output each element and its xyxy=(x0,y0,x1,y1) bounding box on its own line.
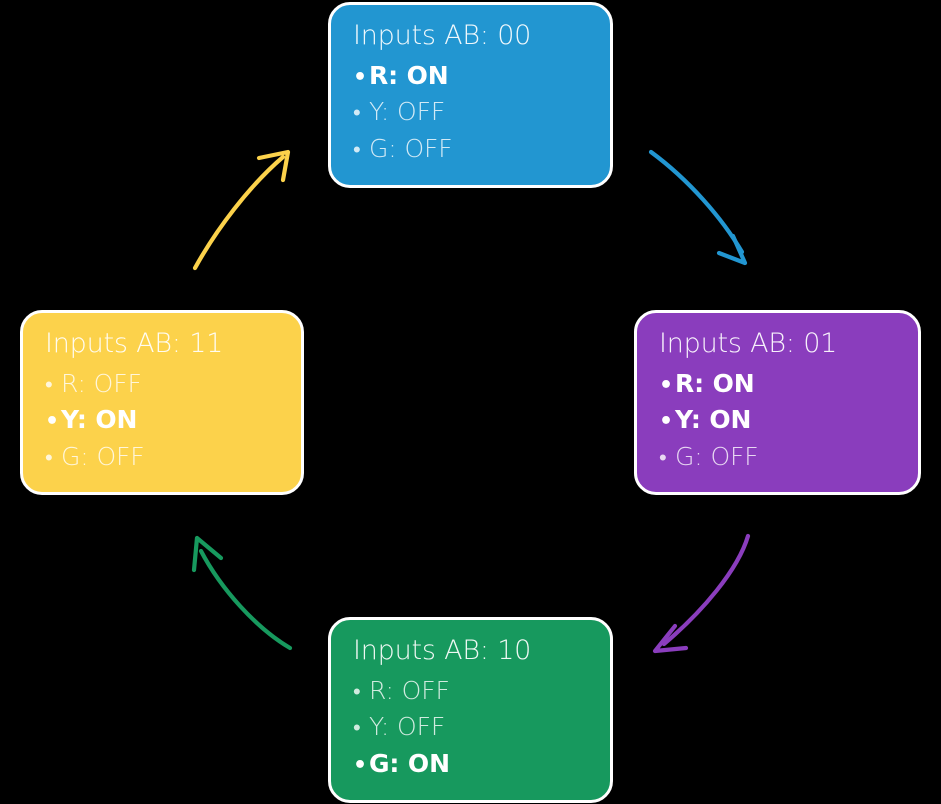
light-state-label: R: ON xyxy=(675,369,755,399)
transition-arrow-00-to-01 xyxy=(648,149,748,266)
light-state-list: • R: ON • Y: ON • G: OFF xyxy=(659,366,896,475)
bullet-icon: • xyxy=(659,409,673,435)
state-node-state-00[interactable]: Inputs AB: 00 • R: ON • Y: OFF • G: OFF xyxy=(328,2,613,188)
light-state-label: Y: ON xyxy=(675,405,752,435)
state-node-title: Inputs AB: 11 xyxy=(45,328,224,359)
light-state-item-y: • Y: ON xyxy=(45,402,279,438)
bullet-icon: • xyxy=(45,409,59,435)
light-state-label: G: OFF xyxy=(369,133,453,163)
transition-arrow-11-to-00 xyxy=(192,149,291,271)
light-state-list: • R: ON • Y: OFF • G: OFF xyxy=(353,58,588,167)
light-state-item-g: • G: OFF xyxy=(45,439,279,475)
state-node-state-01[interactable]: Inputs AB: 01 • R: ON • Y: ON • G: OFF xyxy=(634,310,921,495)
bullet-icon: • xyxy=(353,680,361,706)
bullet-icon: • xyxy=(353,716,361,742)
light-state-label: R: ON xyxy=(369,61,449,91)
light-state-item-g: • G: ON xyxy=(353,746,588,782)
light-state-label: G: OFF xyxy=(61,441,145,471)
light-state-label: R: OFF xyxy=(61,369,142,399)
light-state-list: • R: OFF • Y: OFF • G: ON xyxy=(353,673,588,782)
light-state-label: G: ON xyxy=(369,748,450,778)
bullet-icon: • xyxy=(45,445,53,471)
bullet-icon: • xyxy=(353,137,361,163)
light-state-item-y: • Y: OFF xyxy=(353,94,588,130)
light-state-label: G: OFF xyxy=(675,441,759,471)
light-state-item-y: • Y: OFF xyxy=(353,709,588,745)
light-state-item-r: • R: ON xyxy=(353,58,588,94)
bullet-icon: • xyxy=(659,373,673,399)
light-state-item-r: • R: OFF xyxy=(353,673,588,709)
bullet-icon: • xyxy=(353,65,367,91)
bullet-icon: • xyxy=(353,752,367,778)
light-state-label: Y: OFF xyxy=(369,712,446,742)
light-state-list: • R: OFF • Y: ON • G: OFF xyxy=(45,366,279,475)
light-state-item-r: • R: OFF xyxy=(45,366,279,402)
state-node-title: Inputs AB: 00 xyxy=(353,20,532,51)
light-state-item-g: • G: OFF xyxy=(659,439,896,475)
transition-arrow-10-to-11 xyxy=(191,535,293,651)
state-node-title: Inputs AB: 01 xyxy=(659,328,838,359)
light-state-item-g: • G: OFF xyxy=(353,131,588,167)
state-node-state-11[interactable]: Inputs AB: 11 • R: OFF • Y: ON • G: OFF xyxy=(20,310,304,495)
bullet-icon: • xyxy=(45,373,53,399)
bullet-icon: • xyxy=(353,101,361,127)
light-state-item-y: • Y: ON xyxy=(659,402,896,438)
light-state-item-r: • R: ON xyxy=(659,366,896,402)
light-state-label: R: OFF xyxy=(369,676,450,706)
light-state-label: Y: ON xyxy=(61,405,138,435)
state-node-title: Inputs AB: 10 xyxy=(353,635,532,666)
bullet-icon: • xyxy=(659,445,667,471)
transition-arrow-01-to-10 xyxy=(652,533,751,654)
state-node-state-10[interactable]: Inputs AB: 10 • R: OFF • Y: OFF • G: ON xyxy=(328,617,613,803)
light-state-label: Y: OFF xyxy=(369,97,446,127)
